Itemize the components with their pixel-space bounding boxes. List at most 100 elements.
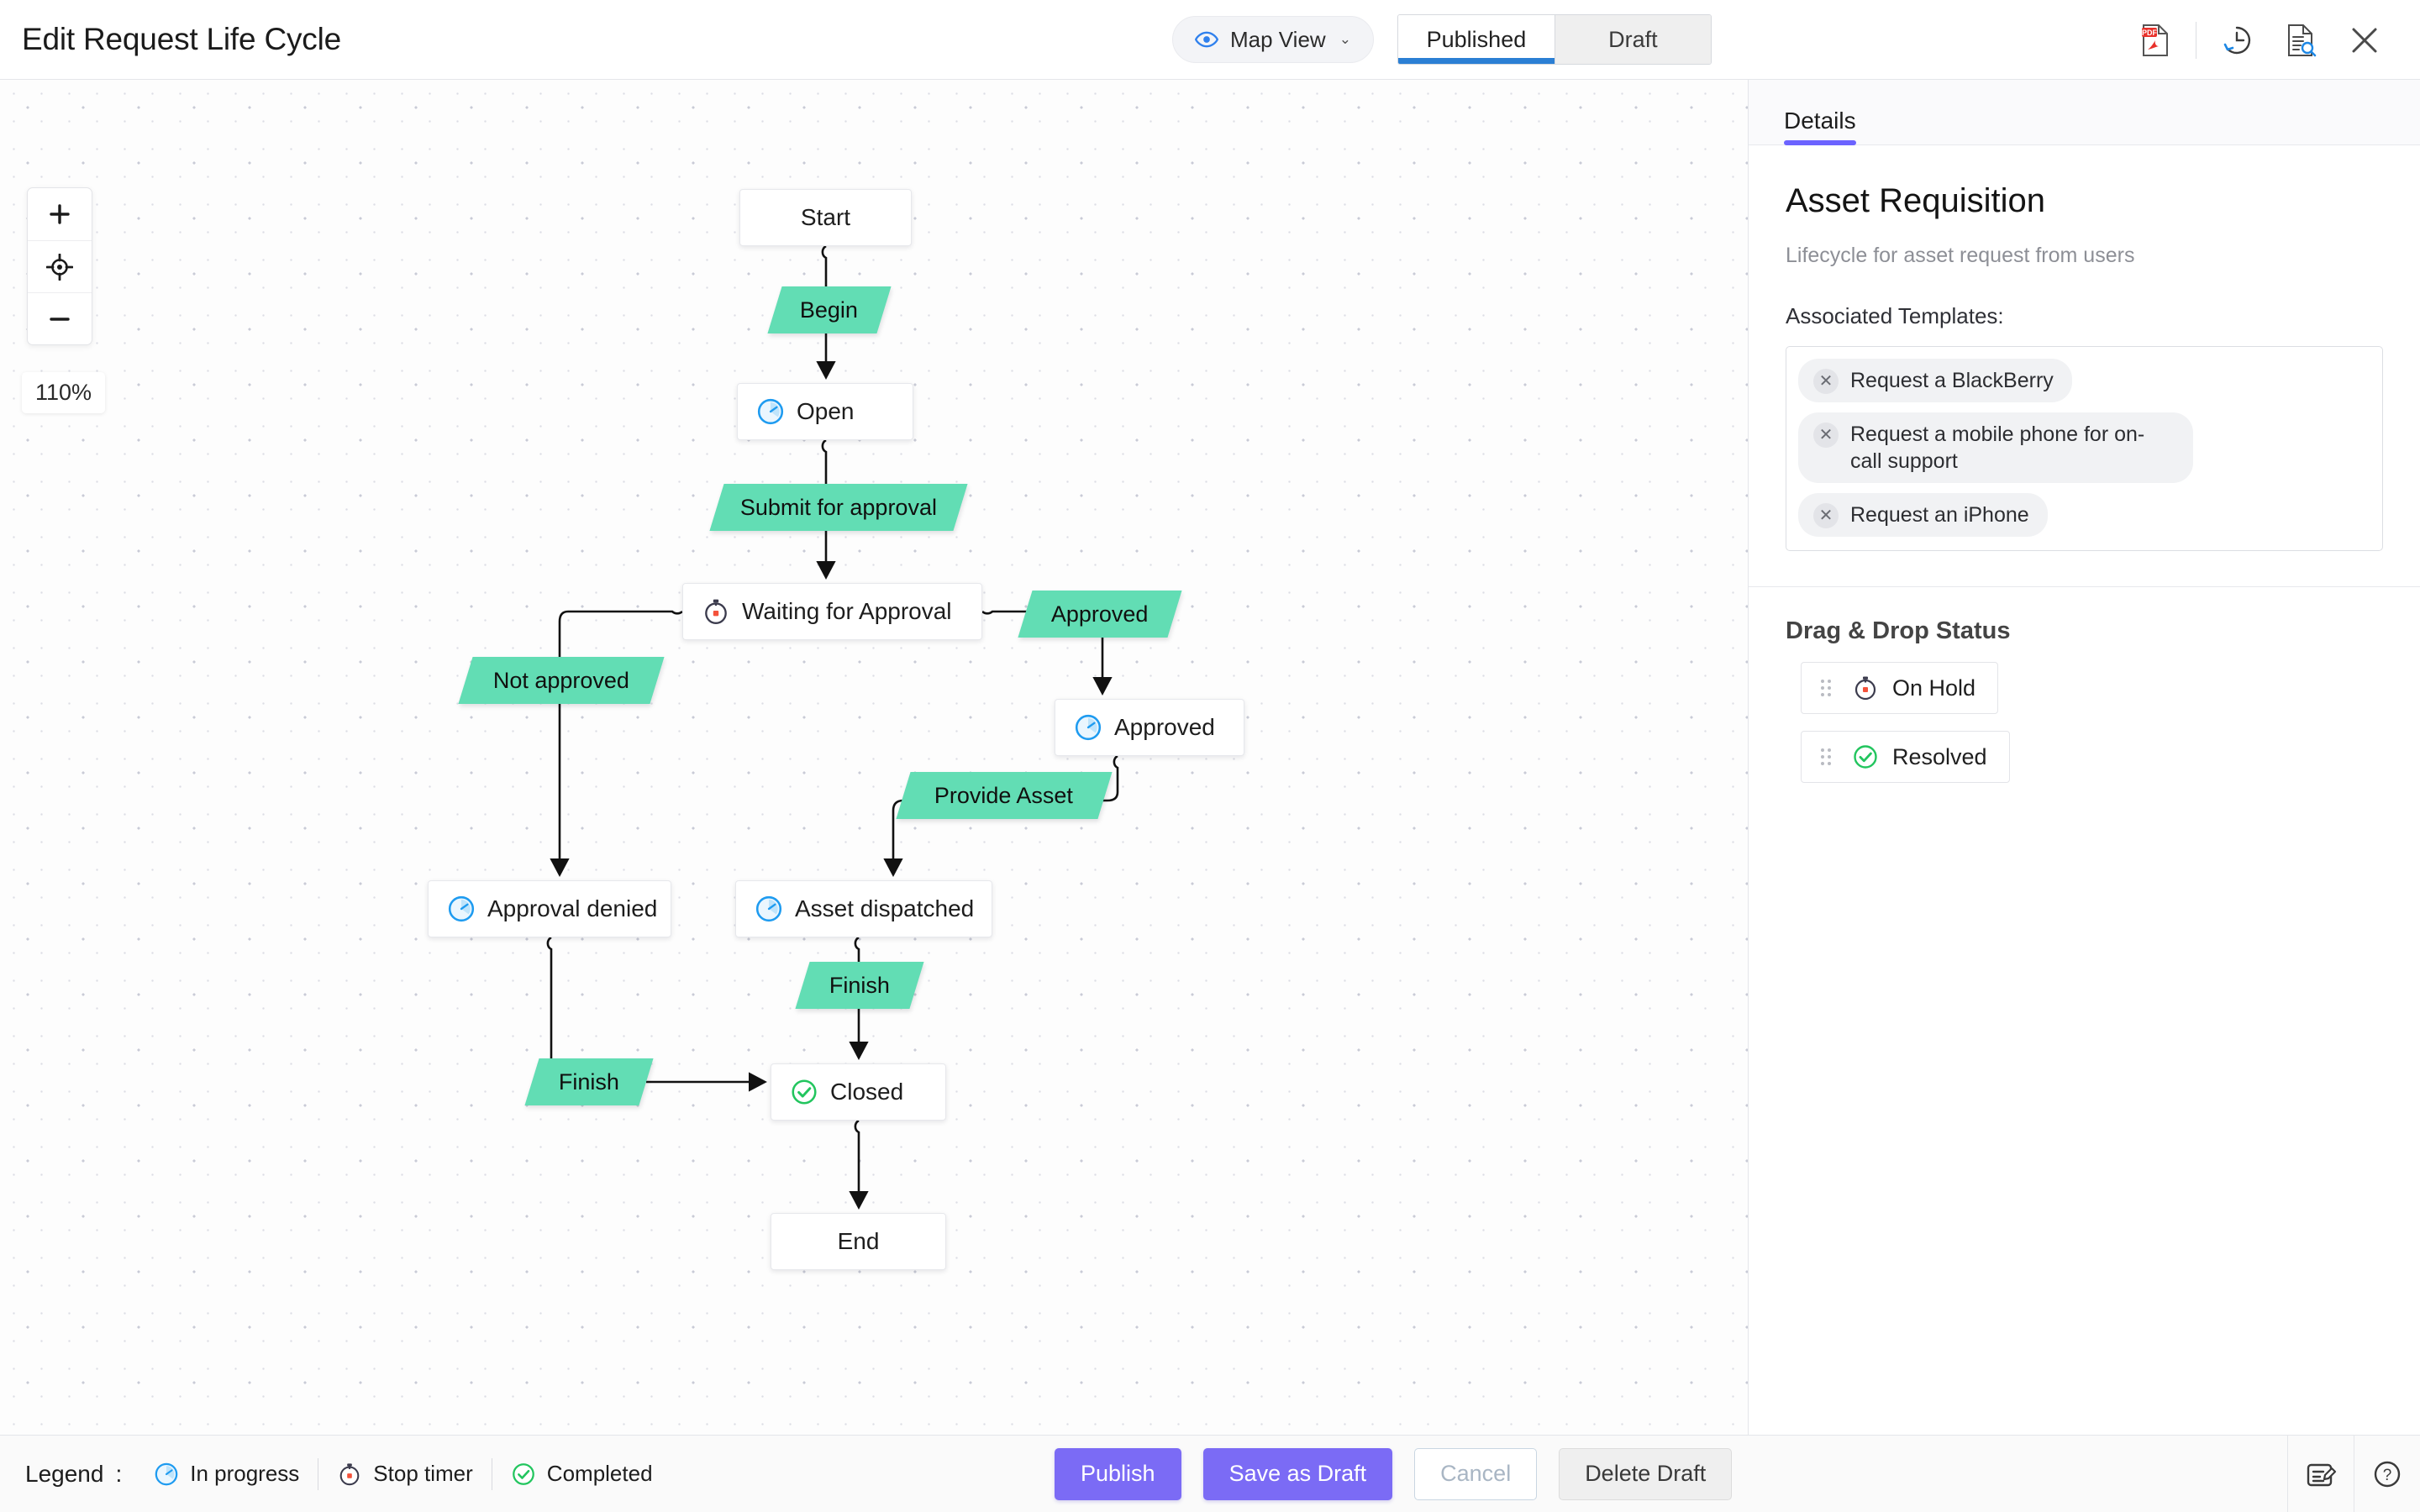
- legend-item-list: In progress Stop timer Completed: [135, 1457, 671, 1490]
- tab-published-label: Published: [1426, 26, 1527, 52]
- stop-timer-icon: [702, 597, 730, 626]
- zoom-out-button[interactable]: [28, 292, 92, 344]
- panel-divider: [1749, 586, 2420, 587]
- recenter-button[interactable]: [28, 240, 92, 292]
- stop-timer-icon: [1854, 676, 1876, 701]
- flow-node-open[interactable]: Open: [737, 383, 913, 440]
- in-progress-icon: [755, 895, 782, 922]
- export-pdf-icon[interactable]: PDF: [2123, 15, 2187, 66]
- template-chip[interactable]: ✕ Request a mobile phone for on-call sup…: [1798, 412, 2193, 483]
- publish-button[interactable]: Publish: [1055, 1447, 1181, 1500]
- legend-title: Legend: [25, 1460, 104, 1487]
- flow-node-waiting[interactable]: Waiting for Approval: [682, 583, 982, 640]
- panel-content: Asset Requisition Lifecycle for asset re…: [1749, 145, 2420, 551]
- flow-transition-t-provide[interactable]: Provide Asset: [896, 772, 1113, 819]
- completed-icon: [511, 1462, 536, 1487]
- flow-transition-t-submit[interactable]: Submit for approval: [709, 484, 968, 531]
- editor-body: 110%: [0, 80, 2420, 1435]
- footer-bar: Legend : In progress Stop timer Complete…: [0, 1435, 2420, 1512]
- flow-node-start[interactable]: Start: [739, 189, 912, 246]
- legend-item-label: Stop timer: [373, 1461, 473, 1486]
- in-progress-icon: [756, 397, 785, 426]
- dragdrop-status-list: On Hold Resolved: [1801, 645, 2383, 783]
- flow-node-label: Closed: [830, 1079, 904, 1105]
- stop-timer-icon: [339, 1462, 360, 1485]
- tab-draft[interactable]: Draft: [1554, 15, 1711, 64]
- document-search-icon[interactable]: [2269, 15, 2333, 66]
- flow-transition-t-approved[interactable]: Approved: [1018, 591, 1182, 638]
- flow-node-closed[interactable]: Closed: [771, 1063, 946, 1121]
- legend: Legend : In progress Stop timer Complete…: [25, 1457, 671, 1490]
- map-view-label: Map View: [1230, 26, 1326, 52]
- flow-transition-t-notappr[interactable]: Not approved: [458, 657, 665, 704]
- completed-icon: [512, 1462, 534, 1485]
- dragdrop-status-item[interactable]: On Hold: [1801, 662, 1999, 714]
- map-view-button[interactable]: Map View ⌄: [1172, 16, 1374, 63]
- flow-node-label: Approval denied: [487, 895, 658, 921]
- help-icon[interactable]: ?: [2354, 1436, 2420, 1512]
- zoom-in-button[interactable]: [28, 188, 92, 240]
- tab-details[interactable]: Details: [1784, 108, 1856, 145]
- drag-handle-icon[interactable]: [1817, 744, 1835, 769]
- template-chip[interactable]: ✕ Request a BlackBerry: [1798, 359, 2072, 402]
- flow-node-label: End: [837, 1228, 880, 1254]
- top-right-icons: PDF: [2123, 15, 2396, 66]
- zoom-controls: [27, 187, 92, 345]
- zoom-level-label: 110%: [22, 372, 106, 413]
- template-chip-list: ✕ Request a BlackBerry✕ Request a mobile…: [1798, 359, 2370, 537]
- flow-node-end[interactable]: End: [771, 1213, 946, 1270]
- flow-transition-label: Submit for approval: [739, 494, 938, 520]
- legend-item: In progress: [135, 1461, 318, 1487]
- legend-item: Completed: [492, 1461, 671, 1487]
- page-title: Edit Request Life Cycle: [22, 22, 341, 56]
- flow-node-dispatch[interactable]: Asset dispatched: [735, 880, 992, 937]
- dragdrop-status-label: On Hold: [1892, 675, 1976, 701]
- details-panel: Details Asset Requisition Lifecycle for …: [1748, 80, 2420, 1435]
- template-chip[interactable]: ✕ Request an iPhone: [1798, 493, 2048, 537]
- in-progress-icon: [757, 398, 784, 425]
- flow-node-label: Approved: [1114, 714, 1215, 740]
- associated-templates-box[interactable]: ✕ Request a BlackBerry✕ Request a mobile…: [1786, 346, 2383, 551]
- cancel-button: Cancel: [1414, 1447, 1538, 1500]
- save-as-draft-button[interactable]: Save as Draft: [1202, 1447, 1393, 1500]
- completed-icon: [1854, 745, 1877, 769]
- flow-transition-t-finish1[interactable]: Finish: [795, 962, 924, 1009]
- button-label: Save as Draft: [1228, 1461, 1367, 1486]
- remove-template-icon[interactable]: ✕: [1813, 503, 1839, 528]
- publish-state-tabs: Published Draft: [1397, 14, 1712, 65]
- flow-node-label: Asset dispatched: [795, 895, 975, 921]
- lifecycle-name: Asset Requisition: [1786, 182, 2046, 219]
- drag-handle-icon[interactable]: [1817, 675, 1835, 701]
- footer-right-icons: ?: [2287, 1436, 2420, 1512]
- top-bar: Edit Request Life Cycle Map View ⌄ Publi…: [0, 0, 2420, 80]
- flow-node-denied[interactable]: Approval denied: [428, 880, 671, 937]
- tab-published[interactable]: Published: [1397, 15, 1555, 64]
- flow-transition-label: Finish: [558, 1068, 620, 1095]
- flow-node-label: Start: [800, 204, 851, 230]
- remove-template-icon[interactable]: ✕: [1813, 423, 1839, 448]
- tab-draft-label: Draft: [1608, 26, 1658, 52]
- stop-timer-icon: [705, 599, 727, 624]
- close-icon[interactable]: [2333, 15, 2396, 66]
- footer-actions: Publish Save as Draft Cancel Delete Draft: [1055, 1447, 1733, 1500]
- flow-connectors: [546, 244, 1119, 1210]
- svg-text:PDF: PDF: [2142, 29, 2158, 37]
- panel-tab-bar: Details: [1749, 80, 2420, 145]
- flow-node-approved[interactable]: Approved: [1055, 699, 1244, 756]
- stop-timer-icon: [337, 1462, 362, 1487]
- edit-notes-icon[interactable]: [2288, 1436, 2354, 1512]
- dragdrop-status-label: Resolved: [1892, 743, 1987, 769]
- flow-transition-t-begin[interactable]: Begin: [767, 286, 892, 333]
- flow-transition-t-finish2[interactable]: Finish: [524, 1058, 654, 1105]
- template-chip-label: Request a mobile phone for on-call suppo…: [1850, 423, 2145, 473]
- history-clock-icon[interactable]: [2205, 15, 2269, 66]
- flow-transition-label: Approved: [1051, 601, 1149, 627]
- eye-icon: [1195, 31, 1218, 48]
- completed-icon: [792, 1079, 817, 1105]
- dragdrop-status-item[interactable]: Resolved: [1801, 731, 2010, 783]
- top-center-controls: Map View ⌄ Published Draft: [1172, 14, 1712, 65]
- flow-canvas[interactable]: 110%: [0, 80, 1748, 1435]
- button-label: Cancel: [1440, 1461, 1512, 1486]
- remove-template-icon[interactable]: ✕: [1813, 369, 1839, 394]
- delete-draft-button[interactable]: Delete Draft: [1559, 1447, 1733, 1500]
